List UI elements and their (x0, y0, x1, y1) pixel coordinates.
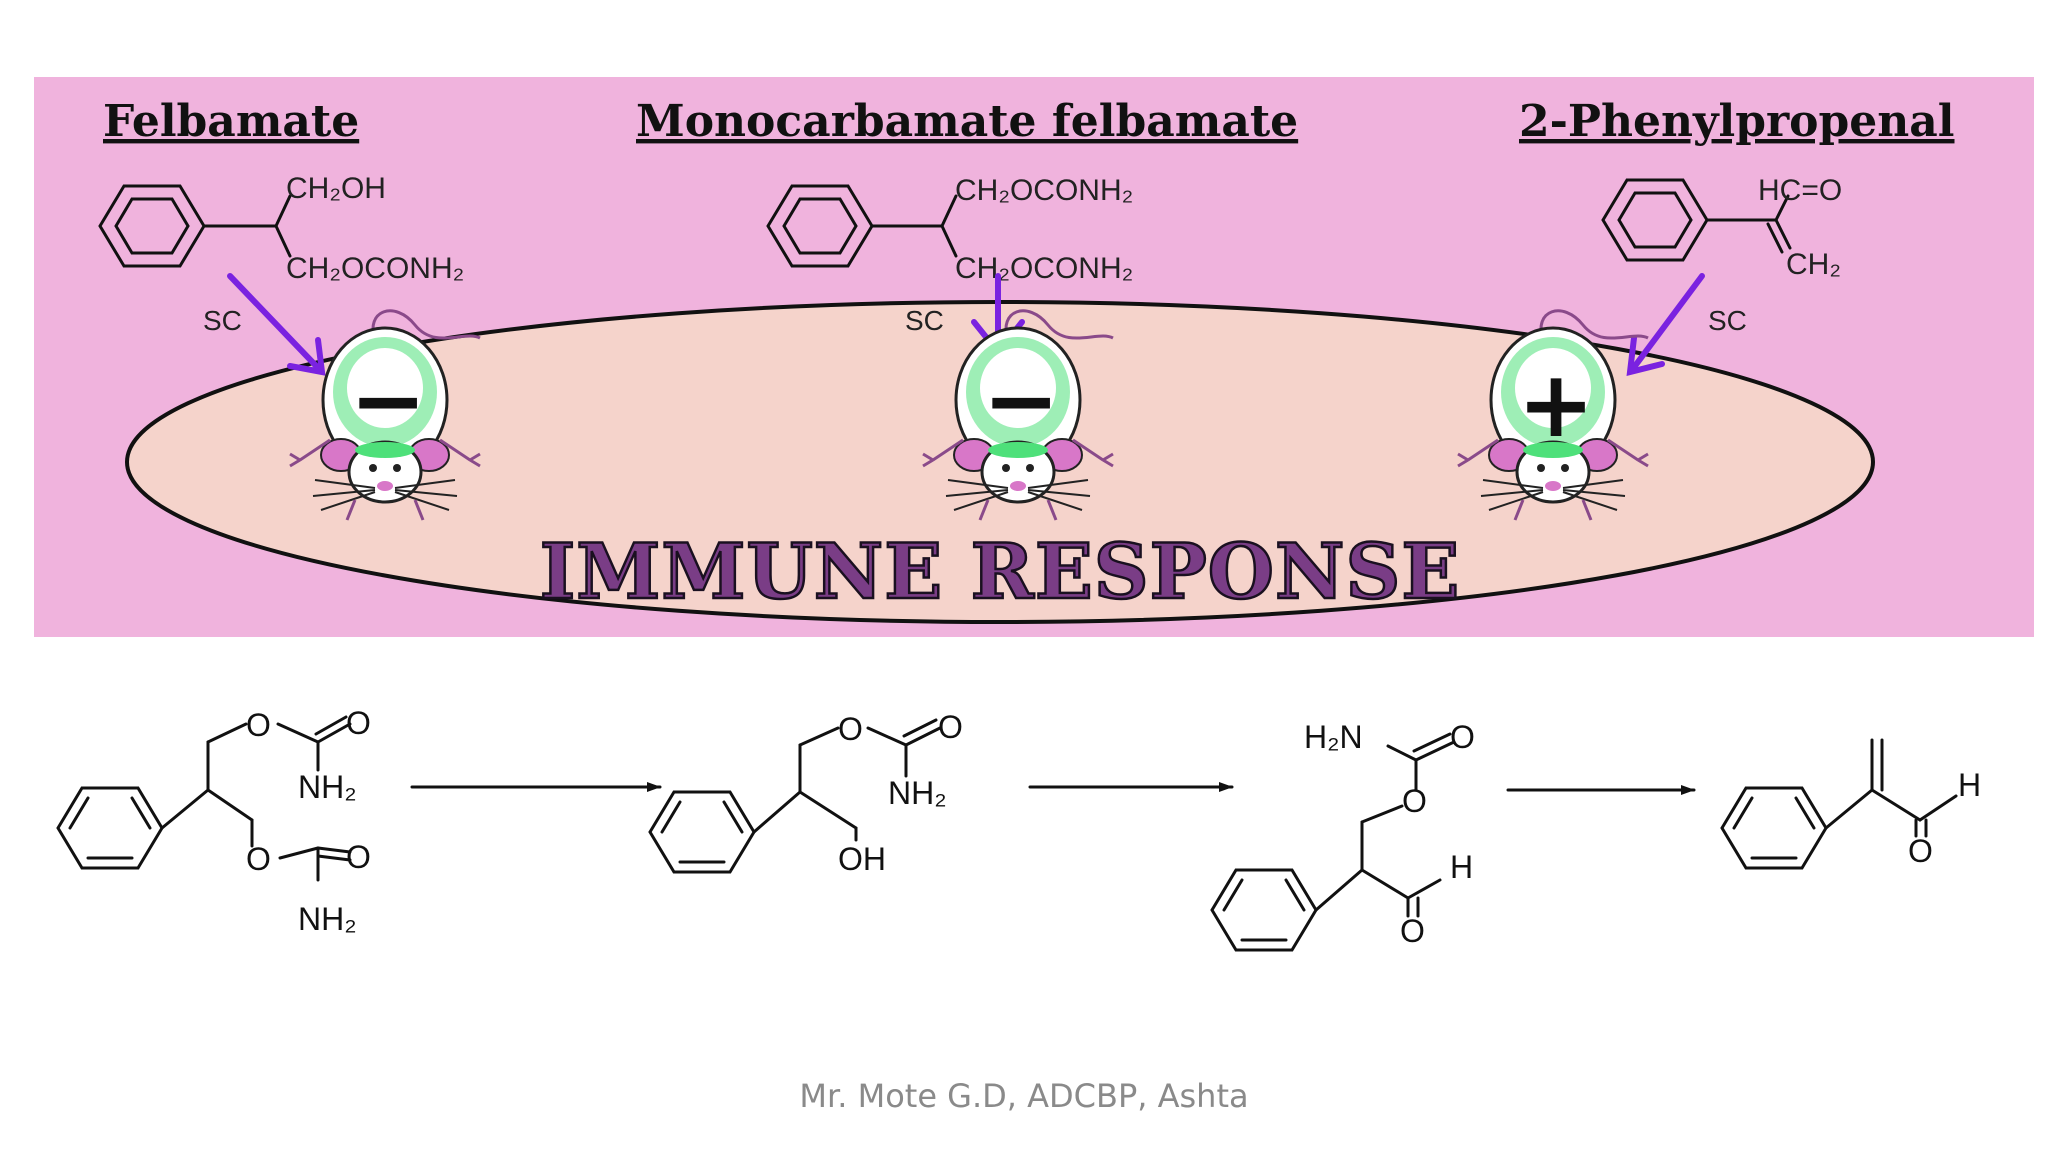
s1-atom-nh2-1: NH₂ (298, 769, 357, 805)
scheme-structure-3: H₂N O O H O (1210, 719, 1475, 952)
s2-atom-o1: O (838, 711, 863, 747)
s2-atom-nh2: NH₂ (888, 775, 947, 811)
felbamate-structure: CH₂OH CH₂OCONH₂ (98, 172, 464, 285)
s3-atom-h: H (1450, 849, 1473, 885)
s2-atom-o2: O (938, 709, 963, 745)
scheme-structure-4: H O (1720, 738, 1981, 870)
mouse-2 (922, 309, 1114, 521)
scheme-structure-2: O O NH₂ OH (648, 709, 963, 877)
s3-atom-o1: O (1450, 719, 1475, 755)
phenylpropenal-substituent-bottom: CH₂ (1786, 248, 1841, 281)
response-sign-3: + (1517, 351, 1594, 458)
route-label-2: SC (905, 305, 944, 336)
s3-atom-h2n: H₂N (1304, 719, 1363, 755)
s3-atom-o2: O (1402, 783, 1427, 819)
phenylpropenal-structure: HC=O CH₂ (1601, 174, 1842, 281)
s1-atom-o3: O (246, 841, 271, 877)
s3-atom-o3: O (1400, 913, 1425, 949)
route-label-3: SC (1708, 305, 1747, 336)
mouse-3 (1457, 309, 1649, 521)
metabolism-scheme: O O NH₂ O O NH₂ O O NH₂ OH (56, 705, 1981, 952)
s1-atom-o2: O (346, 705, 371, 741)
monocarbamate-substituent-bottom: CH₂OCONH₂ (955, 252, 1133, 285)
felbamate-substituent-top: CH₂OH (286, 172, 386, 205)
route-label-1: SC (203, 305, 242, 336)
injection-arrow-3 (1626, 273, 1705, 376)
s4-atom-h: H (1958, 767, 1981, 803)
mouse-1 (289, 309, 481, 521)
scheme-structure-1: O O NH₂ O O NH₂ (56, 705, 371, 937)
phenylpropenal-substituent-top: HC=O (1758, 174, 1842, 207)
s1-atom-o1: O (246, 707, 271, 743)
s4-atom-o: O (1908, 833, 1933, 869)
compound-heading-monocarbamate: Monocarbamate felbamate (636, 96, 1298, 147)
s1-atom-o4: O (346, 839, 371, 875)
monocarbamate-substituent-top: CH₂OCONH₂ (955, 174, 1133, 207)
compound-heading-felbamate: Felbamate (103, 96, 359, 147)
response-sign-1: − (349, 347, 426, 454)
s2-atom-oh: OH (838, 841, 886, 877)
immune-response-panel: Felbamate Monocarbamate felbamate 2-Phen… (34, 77, 2034, 637)
compound-heading-phenylpropenal: 2-Phenylpropenal (1519, 96, 1955, 147)
felbamate-substituent-bottom: CH₂OCONH₂ (286, 252, 464, 285)
response-sign-2: − (982, 347, 1059, 454)
injection-arrow-1 (227, 273, 326, 376)
s1-atom-nh2-2: NH₂ (298, 901, 357, 937)
slide-footer: Mr. Mote G.D, ADCBP, Ashta (799, 1077, 1248, 1115)
immune-response-caption: IMMUNE RESPONSE (540, 527, 1461, 616)
monocarbamate-structure: CH₂OCONH₂ CH₂OCONH₂ (766, 174, 1133, 285)
